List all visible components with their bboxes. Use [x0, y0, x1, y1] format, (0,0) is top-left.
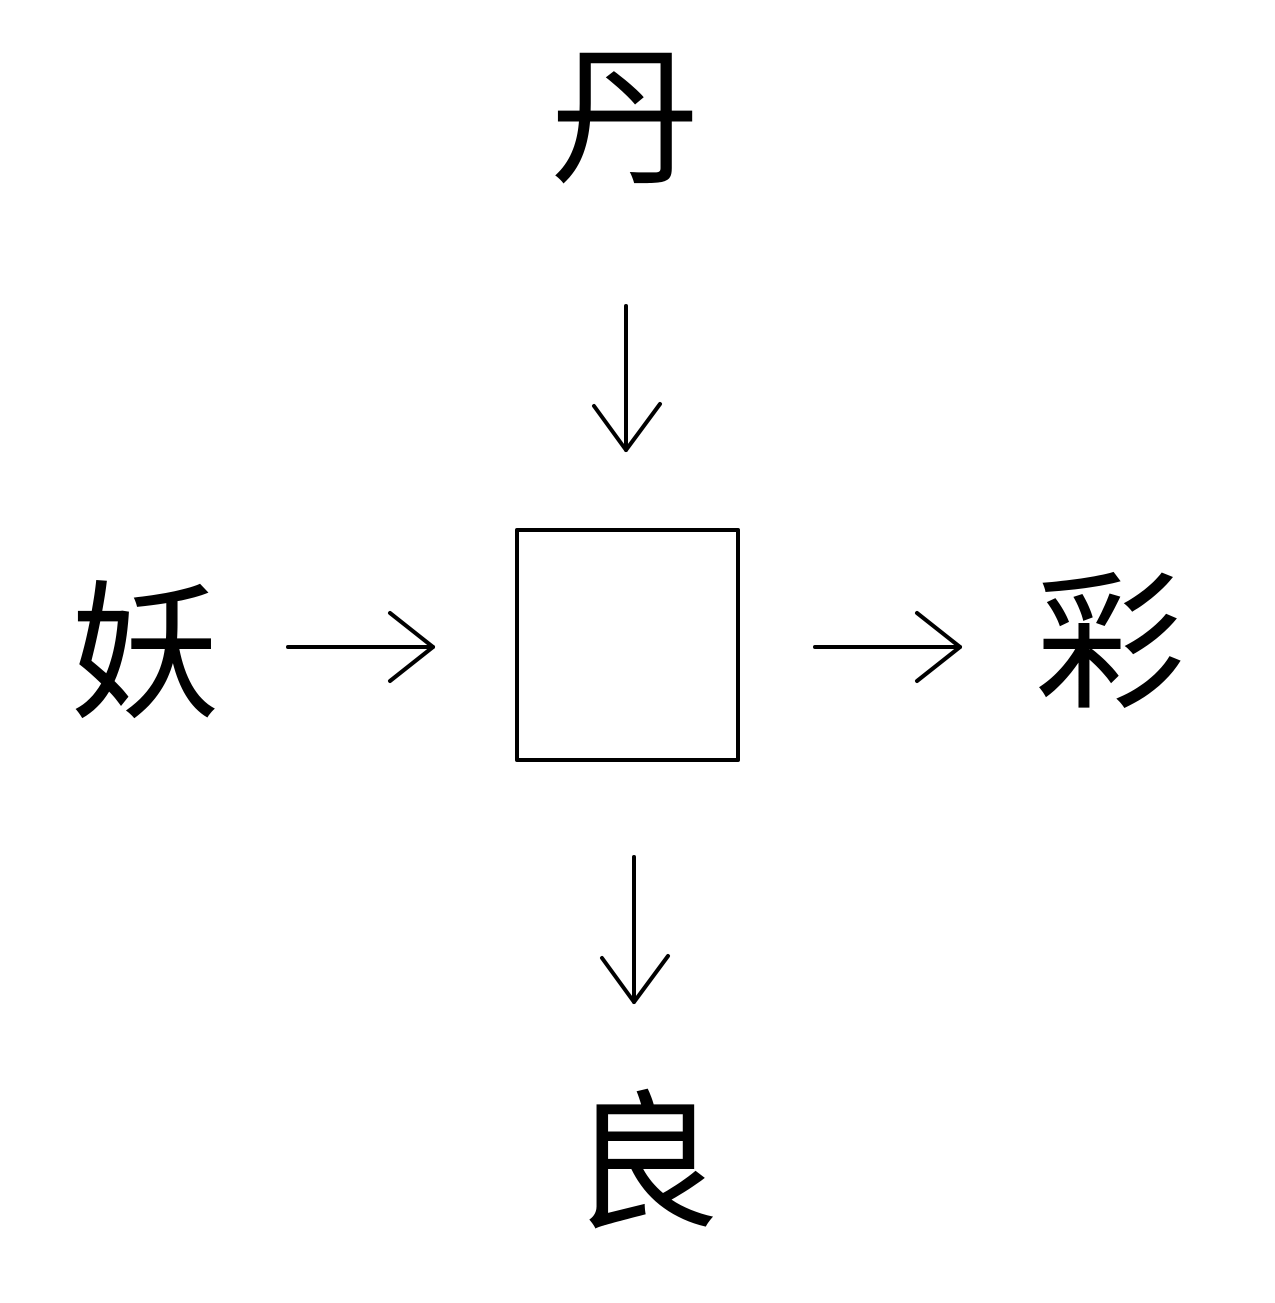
arrow-left-right: [286, 611, 435, 683]
arrow-bottom-out: [600, 855, 670, 1004]
top-character: 丹: [549, 33, 700, 207]
right-character: 彩: [1034, 558, 1185, 732]
bottom-character: 良: [569, 1078, 720, 1252]
arrow-top-down: [592, 304, 662, 452]
left-character: 妖: [69, 568, 220, 742]
arrow-right-out: [813, 611, 962, 683]
center-answer-box: [515, 528, 740, 762]
